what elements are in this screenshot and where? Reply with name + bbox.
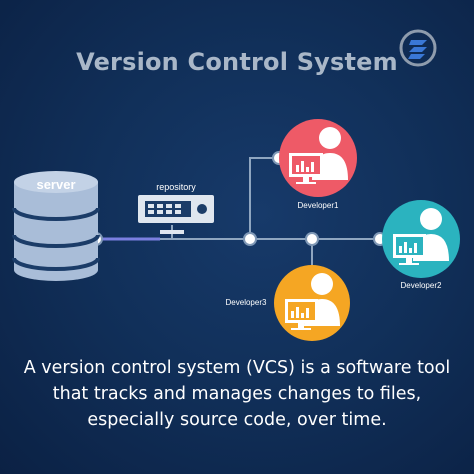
database-icon	[12, 171, 100, 281]
developer2-label: Developer2	[401, 281, 442, 290]
developer1-link-line	[249, 157, 279, 239]
s-brand-logo-icon	[399, 29, 437, 67]
repository-label: repository	[156, 182, 196, 192]
repository-node: repository	[138, 182, 214, 234]
developer-at-computer-icon	[393, 208, 449, 265]
developer1-node: Developer1	[279, 119, 357, 210]
server-node: server	[12, 171, 100, 281]
developer3-node: Developer3	[226, 265, 350, 341]
developer2-node: Developer2	[382, 200, 460, 290]
developer-at-computer-icon	[285, 273, 340, 330]
developer1-label: Developer1	[298, 201, 339, 210]
junction-dot	[243, 232, 257, 246]
developer-at-computer-icon	[289, 127, 348, 184]
developer3-label: Developer3	[226, 298, 267, 307]
repository-device-icon	[138, 195, 214, 234]
junction-dot	[305, 232, 319, 246]
server-label: server	[36, 177, 75, 192]
page-title: Version Control System	[76, 48, 398, 76]
description-text: A version control system (VCS) is a soft…	[23, 358, 451, 430]
